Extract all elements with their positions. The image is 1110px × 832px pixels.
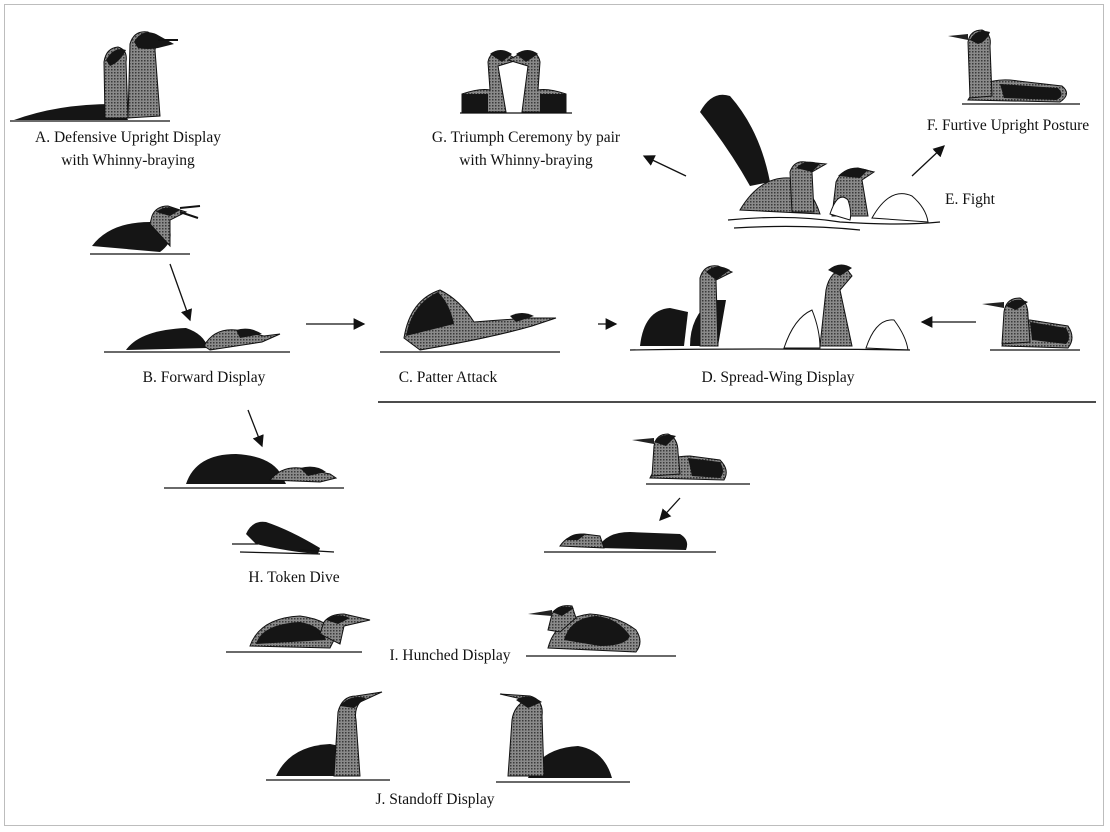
bird-I-hunched-left <box>226 614 370 652</box>
bird-B-forward-display <box>104 328 290 352</box>
label-J-text: J. Standoff Display <box>350 788 520 811</box>
bird-I-hunched-right <box>526 606 676 656</box>
label-F-furtive-upright: F. Furtive Upright Posture <box>912 114 1104 137</box>
bird-alert-right <box>632 434 750 484</box>
bird-J-standoff-left <box>266 692 390 780</box>
label-A-defensive-upright: A. Defensive Upright Display with Whinny… <box>8 126 248 172</box>
label-C-text: C. Patter Attack <box>378 366 518 389</box>
bird-H-forward <box>164 454 344 488</box>
label-H-token-dive: H. Token Dive <box>224 566 364 589</box>
bird-J-standoff-right <box>496 694 630 782</box>
label-H-text: H. Token Dive <box>224 566 364 589</box>
bird-E-fight <box>700 95 940 230</box>
bird-D-approaching <box>982 298 1080 350</box>
label-I-hunched-display: I. Hunched Display <box>370 644 530 667</box>
label-A-line1: A. Defensive Upright Display <box>8 126 248 149</box>
label-B-forward-display: B. Forward Display <box>104 366 304 389</box>
bird-A-defensive-upright <box>10 32 178 121</box>
label-G-line2: with Whinny-braying <box>406 149 646 172</box>
arrow-to-forward-display <box>170 264 190 320</box>
bird-F-furtive-upright <box>948 30 1080 104</box>
label-C-patter-attack: C. Patter Attack <box>378 366 518 389</box>
bird-B-swimming <box>90 206 200 254</box>
bird-C-patter-attack <box>380 290 560 352</box>
label-J-standoff-display: J. Standoff Display <box>350 788 520 811</box>
arrow-to-furtive-upright <box>912 146 944 176</box>
label-G-triumph-ceremony: G. Triumph Ceremony by pair with Whinny-… <box>406 126 646 172</box>
label-E-text: E. Fight <box>930 188 1010 211</box>
label-B-text: B. Forward Display <box>104 366 304 389</box>
bird-G-triumph-ceremony <box>460 50 572 113</box>
label-G-line1: G. Triumph Ceremony by pair <box>406 126 646 149</box>
arrow-to-triumph-ceremony <box>644 156 686 176</box>
label-F-text: F. Furtive Upright Posture <box>912 114 1104 137</box>
label-E-fight: E. Fight <box>930 188 1010 211</box>
label-D-spread-wing: D. Spread-Wing Display <box>668 366 888 389</box>
bird-forward-right <box>544 532 716 552</box>
bird-H-token-dive <box>232 522 334 554</box>
bird-D-spread-wing <box>630 264 910 350</box>
arrow-to-forward-right <box>660 498 680 520</box>
label-D-text: D. Spread-Wing Display <box>668 366 888 389</box>
arrow-to-token-dive-sequence <box>248 410 262 446</box>
label-I-text: I. Hunched Display <box>370 644 530 667</box>
label-A-line2: with Whinny-braying <box>8 149 248 172</box>
